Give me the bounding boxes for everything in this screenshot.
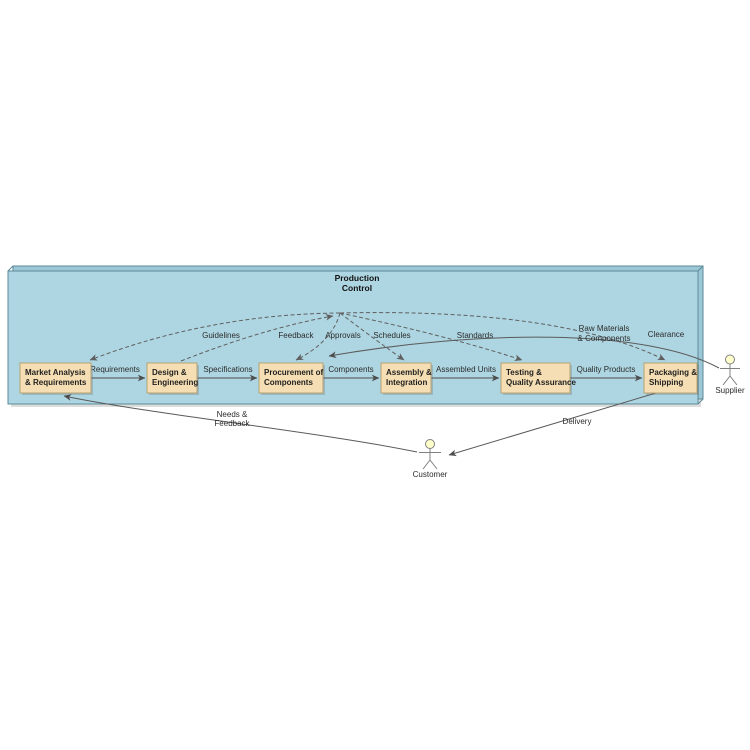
guidelines-dashed-arrow[interactable] <box>89 312 341 361</box>
node-assembly[interactable]: Assembly & Integration <box>380 362 433 395</box>
node-label-line1: Testing & <box>506 368 542 377</box>
supplier-figure-icon <box>720 354 740 386</box>
node-label-line1: Assembly & <box>386 368 432 377</box>
actor-customer[interactable]: Customer <box>413 439 448 480</box>
production-control-container[interactable]: Production Control <box>7 265 704 407</box>
node-label-line1: Packaging & <box>649 368 697 377</box>
edge-specifications: Specifications <box>197 365 258 382</box>
feedback-label: Feedback <box>278 331 314 340</box>
edge-needs-feedback: Needs & Feedback <box>63 394 418 453</box>
edge-guidelines: Guidelines <box>89 312 341 361</box>
container-front-face <box>7 270 699 405</box>
clearance-label: Clearance <box>648 330 685 339</box>
node-label-line1: Procurement of <box>264 368 323 377</box>
needs-feedback-arrow[interactable] <box>63 394 418 453</box>
specifications-label: Specifications <box>203 365 252 374</box>
node-label-line2: Integration <box>386 378 427 387</box>
container-title-line2: Control <box>342 283 372 293</box>
edge-requirements: Requirements <box>90 365 146 382</box>
node-label-line2: Engineering <box>152 378 198 387</box>
needs-feedback-label-line1: Needs & <box>217 410 248 419</box>
edge-raw-materials: Raw Materials & Components <box>328 324 720 369</box>
quality-products-label: Quality Products <box>577 365 636 374</box>
edge-clearance: Clearance <box>339 312 685 361</box>
node-design-engineering[interactable]: Design & Engineering <box>146 362 199 395</box>
assembled-units-label: Assembled Units <box>436 365 496 374</box>
node-box[interactable] <box>643 362 698 394</box>
components-label: Components <box>328 365 373 374</box>
delivery-label: Delivery <box>563 417 592 426</box>
node-label-line1: Design & <box>152 368 187 377</box>
node-label-line2: & Requirements <box>25 378 87 387</box>
delivery-arrow[interactable] <box>448 392 657 457</box>
container-depth-edges <box>7 265 704 405</box>
container-title-line1: Production <box>335 273 380 283</box>
node-label-line2: Shipping <box>649 378 683 387</box>
guidelines-label: Guidelines <box>202 331 240 340</box>
node-market-analysis[interactable]: Market Analysis & Requirements <box>19 362 93 395</box>
node-box[interactable] <box>146 362 198 394</box>
edge-components: Components <box>323 365 380 382</box>
edge-quality-products: Quality Products <box>570 365 643 382</box>
node-procurement[interactable]: Procurement of Components <box>258 362 325 395</box>
standards-label: Standards <box>457 331 493 340</box>
requirements-label: Requirements <box>90 365 140 374</box>
node-box[interactable] <box>19 362 92 394</box>
actor-supplier[interactable]: Supplier <box>715 354 745 395</box>
edge-feedback: Feedback <box>180 313 334 362</box>
approvals-label: Approvals <box>325 331 361 340</box>
node-testing[interactable]: Testing & Quality Assurance <box>500 362 577 395</box>
schedules-dashed-arrow[interactable] <box>339 312 405 361</box>
node-box[interactable] <box>258 362 324 394</box>
node-label-line1: Market Analysis <box>25 368 86 377</box>
schedules-label: Schedules <box>373 331 410 340</box>
node-box[interactable] <box>380 362 432 394</box>
supplier-label: Supplier <box>715 386 745 395</box>
raw-materials-label-line2: & Components <box>578 334 631 343</box>
edge-approvals: Approvals <box>295 312 361 361</box>
feedback-dashed-arrow[interactable] <box>180 313 334 362</box>
clearance-dashed-arrow[interactable] <box>339 312 666 361</box>
edge-schedules: Schedules <box>339 312 411 361</box>
needs-feedback-label-line2: Feedback <box>214 419 250 428</box>
edge-assembled-units: Assembled Units <box>431 365 500 382</box>
edge-standards: Standards <box>339 312 523 361</box>
node-box[interactable] <box>500 362 571 394</box>
node-label-line2: Components <box>264 378 313 387</box>
approvals-dashed-arrow[interactable] <box>295 312 341 361</box>
customer-figure-icon <box>419 439 441 470</box>
raw-materials-arrow[interactable] <box>328 336 720 369</box>
node-label-line2: Quality Assurance <box>506 378 577 387</box>
customer-label: Customer <box>413 470 448 479</box>
raw-materials-label-line1: Raw Materials <box>579 324 630 333</box>
node-packaging[interactable]: Packaging & Shipping <box>643 362 699 395</box>
edge-delivery: Delivery <box>448 392 657 457</box>
standards-dashed-arrow[interactable] <box>339 312 523 361</box>
